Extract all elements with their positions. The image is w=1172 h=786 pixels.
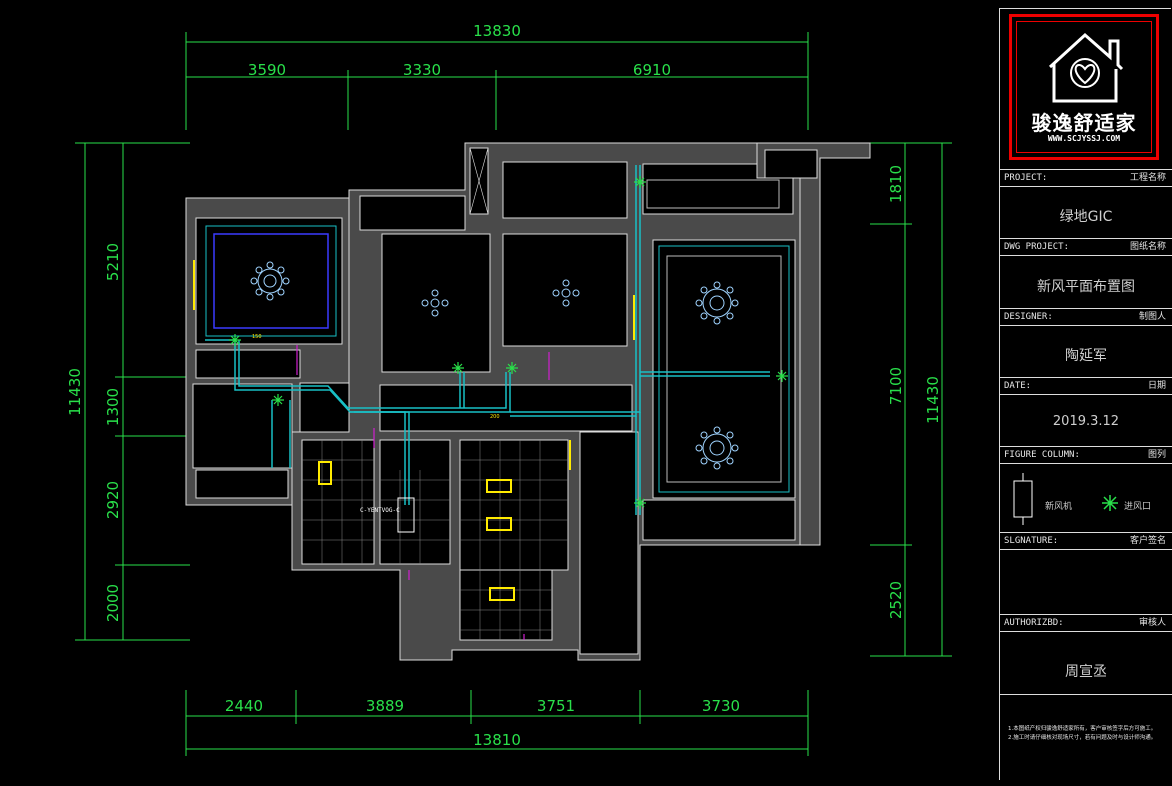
authorized-label-cn: 审核人 xyxy=(1138,618,1166,628)
right-total-dimension: 11430 xyxy=(924,376,942,424)
left-dimension-4: 2000 xyxy=(104,584,122,622)
bottom-dimension-1: 2440 xyxy=(225,697,263,715)
fresh-air-ducts xyxy=(205,165,770,515)
designer-label-cn: 制图人 xyxy=(1138,312,1166,322)
fresh-air-unit: C-YENTVOG-C xyxy=(360,497,415,533)
top-dimension-3: 6910 xyxy=(633,61,671,79)
building-walls xyxy=(185,142,871,661)
left-dimension-2: 1300 xyxy=(104,388,122,426)
plan-annotations: 150 200 xyxy=(252,334,500,420)
top-dimension-chain: 13830 3590 3330 6910 xyxy=(185,22,809,130)
legend-inlet-label: 进风口 xyxy=(1124,502,1152,512)
right-dimension-2: 7100 xyxy=(887,367,905,405)
left-dimension-3: 2920 xyxy=(104,481,122,519)
air-inlet-icon xyxy=(634,176,646,188)
air-inlet-icon xyxy=(506,362,518,374)
lamp-room-3 xyxy=(552,279,580,307)
ceiling-lamps xyxy=(250,261,739,470)
title-block: 骏逸舒适家 WWW.SCJYSSJ.COM PROJECT: 工程名称 绿地GIC… xyxy=(999,8,1172,781)
top-total-dimension: 13830 xyxy=(473,22,521,40)
figure-label-cn: 图列 xyxy=(1147,450,1166,460)
project-section: PROJECT: 工程名称 绿地GIC xyxy=(1000,169,1172,238)
lamp-dining xyxy=(695,426,739,470)
inlet-size-label: 150 xyxy=(252,334,262,340)
right-dimension-chain: 1810 7100 2520 11430 xyxy=(870,142,952,657)
drawing-name-value: 新风平面布置图 xyxy=(1037,279,1135,295)
signature-section: SLGNATURE: 客户签名 xyxy=(1000,532,1172,614)
designer-section: DESIGNER: 制图人 陶延军 xyxy=(1000,308,1172,377)
notes-section xyxy=(1000,694,1172,781)
signature-label-cn: 客户签名 xyxy=(1129,536,1166,546)
lamp-bedroom xyxy=(250,261,290,301)
logo-url: WWW.SCJYSSJ.COM xyxy=(1047,134,1121,143)
authorized-label: AUTHORIZBD: xyxy=(1004,618,1064,628)
designer-value: 陶延军 xyxy=(1065,348,1107,364)
project-value: 绿地GIC xyxy=(1059,209,1113,225)
note-line-1: 1.本图纸产权归骏逸舒适家所有，客户审核签字后方可施工。 xyxy=(1008,726,1157,732)
air-inlet-icon xyxy=(634,497,646,509)
floor-plan-drawing: 13830 3590 3330 6910 2440 3889 3751 3730… xyxy=(66,22,952,756)
magenta-markers xyxy=(296,345,550,640)
drawing-notes: 1.本图纸产权归骏逸舒适家所有，客户审核签字后方可施工。 2.施工时请仔细核对现… xyxy=(1008,725,1168,743)
air-inlet-icon xyxy=(452,362,464,374)
bottom-total-dimension: 13810 xyxy=(473,731,521,749)
signature-label: SLGNATURE: xyxy=(1004,536,1059,546)
project-label: PROJECT: xyxy=(1004,173,1048,183)
air-inlet-icon xyxy=(272,394,284,406)
right-dimension-3: 2520 xyxy=(887,581,905,619)
note-line-2: 2.施工时请仔细核对现场尺寸，若有问题及时与设计师沟通。 xyxy=(1008,735,1157,741)
top-dimension-2: 3330 xyxy=(403,61,441,79)
fresh-air-unit-legend-icon xyxy=(1013,473,1033,525)
authorized-value: 周宣丞 xyxy=(1065,664,1107,680)
legend-unit-label: 新风机 xyxy=(1045,502,1073,512)
air-inlets xyxy=(229,176,788,509)
bottom-dimension-4: 3730 xyxy=(702,697,740,715)
cabinets xyxy=(193,260,635,601)
drawing-name-section: DWG PROJECT: 图纸名称 新风平面布置图 xyxy=(1000,238,1172,308)
lamp-room-2 xyxy=(421,289,449,317)
designer-label: DESIGNER: xyxy=(1004,312,1053,322)
lamp-living xyxy=(695,281,739,325)
dwg-label: DWG PROJECT: xyxy=(1004,242,1070,252)
figure-label: FIGURE COLUMN: xyxy=(1004,450,1080,460)
tile-grids xyxy=(302,440,568,640)
date-label-cn: 日期 xyxy=(1147,381,1166,391)
fresh-air-unit-label: C-YENTVOG-C xyxy=(360,507,400,514)
right-dimension-1: 1810 xyxy=(887,165,905,203)
air-inlet-icon xyxy=(229,334,241,346)
left-dimension-chain: 11430 5210 1300 2920 2000 xyxy=(66,142,190,641)
company-logo: 骏逸舒适家 WWW.SCJYSSJ.COM xyxy=(1009,14,1159,160)
air-inlet-icon xyxy=(776,370,788,382)
bottom-dimension-2: 3889 xyxy=(366,697,404,715)
legend-section: FIGURE COLUMN: 图列 新风机 进风口 xyxy=(1000,446,1172,532)
authorized-section: AUTHORIZBD: 审核人 周宣丞 xyxy=(1000,614,1172,694)
date-section: DATE: 日期 2019.3.12 xyxy=(1000,377,1172,446)
house-logo-icon xyxy=(1048,32,1124,103)
dwg-label-cn: 图纸名称 xyxy=(1129,242,1166,252)
top-dimension-1: 3590 xyxy=(248,61,286,79)
duct-size-label: 200 xyxy=(490,414,500,420)
bottom-dimension-3: 3751 xyxy=(537,697,575,715)
ceiling-outlines xyxy=(205,179,790,493)
date-label: DATE: xyxy=(1004,381,1032,391)
logo-text: 骏逸舒适家 xyxy=(1031,111,1137,135)
date-value: 2019.3.12 xyxy=(1052,414,1120,429)
project-label-cn: 工程名称 xyxy=(1129,173,1166,183)
bottom-dimension-chain: 2440 3889 3751 3730 13810 xyxy=(185,690,809,756)
left-dimension-1: 5210 xyxy=(104,243,122,281)
air-inlet-legend-icon xyxy=(1102,495,1118,511)
left-total-dimension: 11430 xyxy=(66,368,84,416)
